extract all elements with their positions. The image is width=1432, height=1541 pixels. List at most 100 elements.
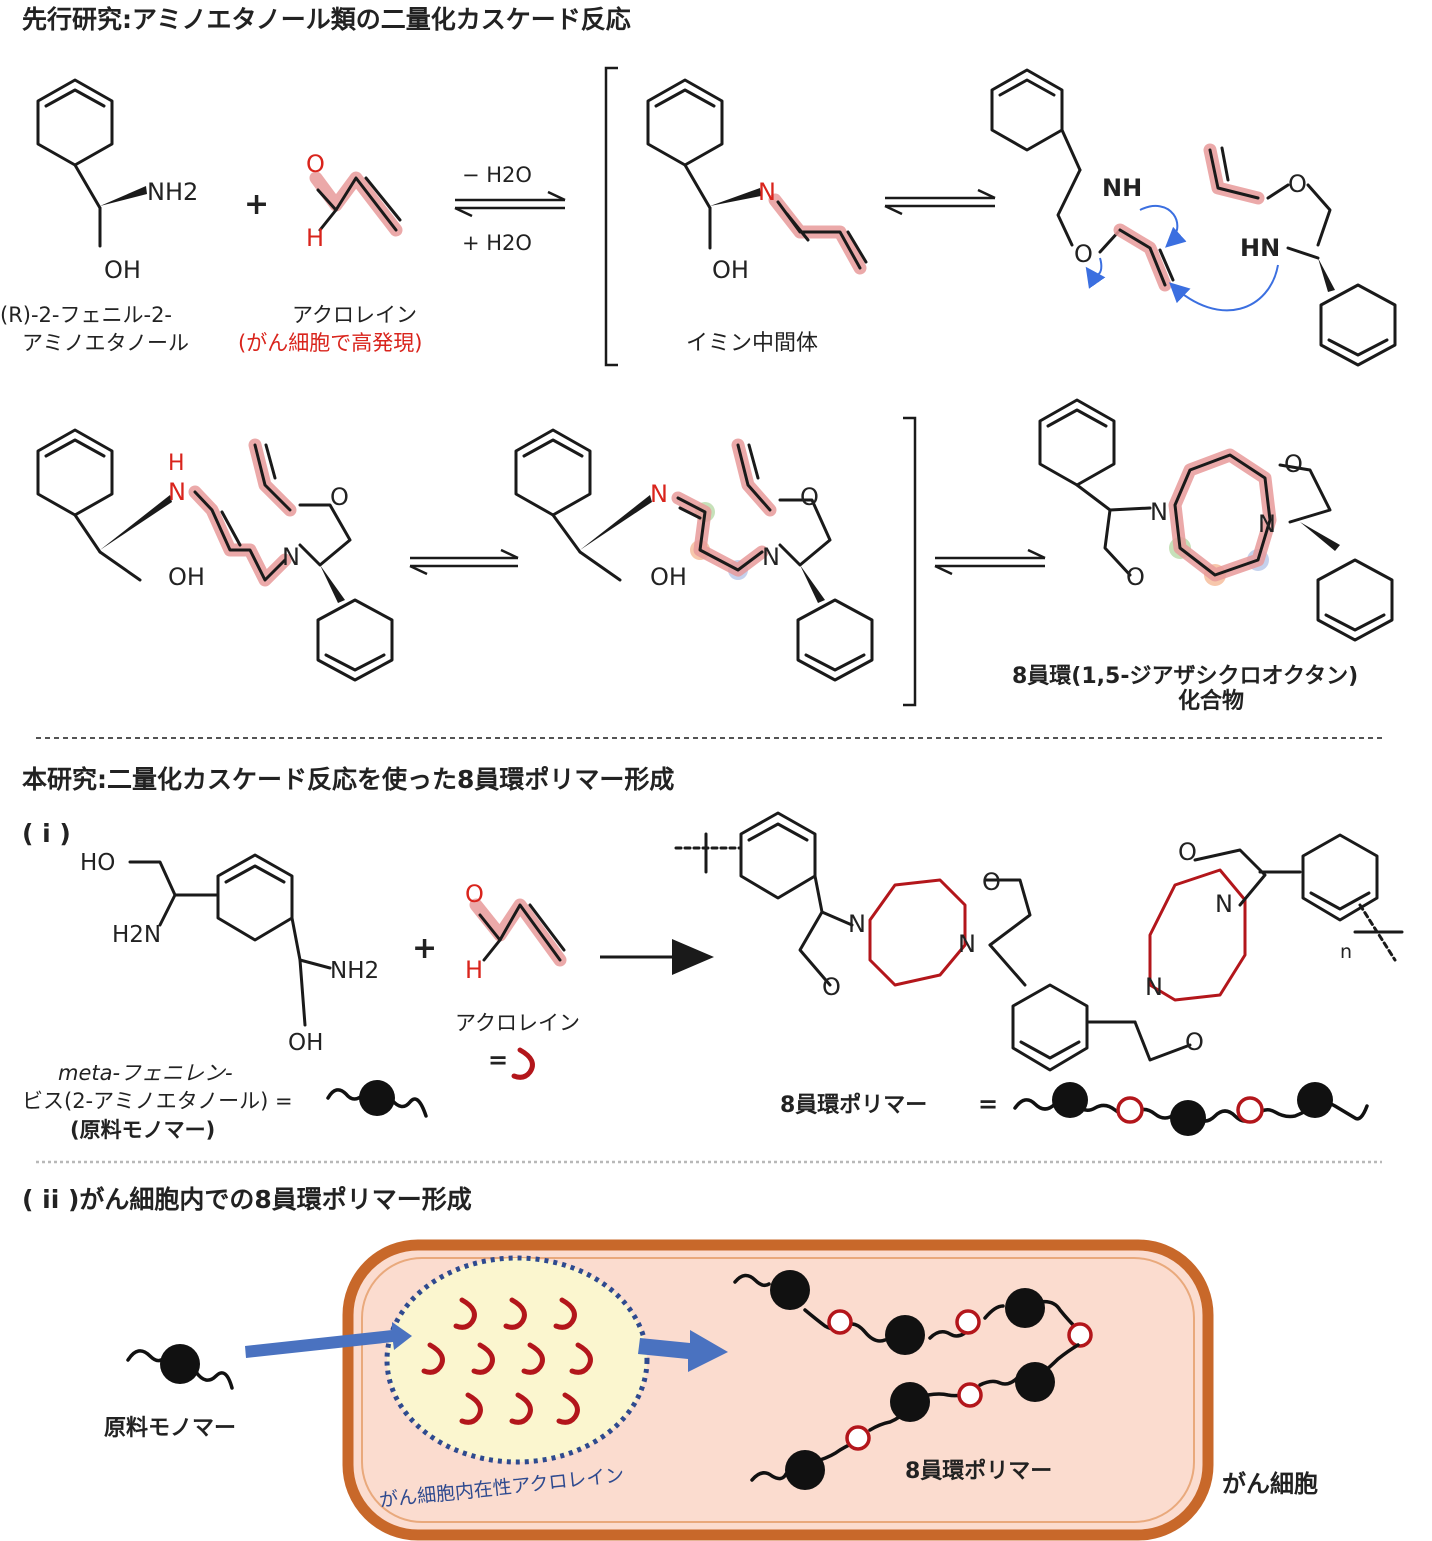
outside-monomer-bead <box>160 1344 200 1384</box>
part-i-label: ( i ) <box>22 819 71 848</box>
atom-oh-4: OH <box>650 563 687 591</box>
atom-oh-3: OH <box>168 563 205 591</box>
acrolein-structure-2 <box>469 898 567 967</box>
atom-n: N <box>758 178 776 206</box>
atom-o-6: O <box>1126 563 1145 591</box>
atom-nh2: NH2 <box>147 178 198 206</box>
atom-o-2: O <box>1074 240 1093 268</box>
polymer-structure <box>674 811 1404 1072</box>
polymer-bead <box>785 1450 825 1490</box>
acrolein-note: (がん細胞で高発現) <box>238 331 422 355</box>
outside-monomer-chain <box>126 1349 234 1390</box>
polymer-bead <box>1015 1362 1055 1402</box>
monomer-label-2: ビス(2-アミノエタノール) = <box>22 1089 293 1113</box>
atom-h-3: H <box>465 956 483 984</box>
aminoethanol-label-2: アミノエタノール <box>22 331 189 355</box>
atom-oh-5: OH <box>288 1030 323 1056</box>
atom-n-6: N <box>1150 498 1168 526</box>
outside-monomer-label: 原料モノマー <box>104 1416 236 1441</box>
polymer-ring <box>955 1309 981 1335</box>
atom-h: H <box>306 224 324 252</box>
atom-nh: NH <box>1102 174 1142 202</box>
atom-o-4: O <box>330 483 349 511</box>
atom-n-10: N <box>1215 890 1233 918</box>
atom-o-11: O <box>1178 838 1197 866</box>
polymer-bead <box>885 1315 925 1355</box>
atom-n-4: N <box>650 480 668 508</box>
ring-label-1: 8員環(1,5-ジアザシクロオクタン) <box>1012 664 1358 689</box>
present-title: 本研究:二量化カスケード反応を使った8員環ポリマー形成 <box>22 765 674 794</box>
monomer-glyph-chain <box>326 1088 428 1118</box>
diazacyclooctane-structure <box>1038 398 1394 642</box>
atom-n-8: N <box>848 910 866 938</box>
atom-n-7: N <box>1258 510 1276 538</box>
monomer-label-1: meta-フェニレン- <box>58 1061 233 1085</box>
ring-label-2: 化合物 <box>1178 688 1244 714</box>
acrolein-equals: = <box>488 1046 508 1074</box>
bracket-right <box>903 416 917 707</box>
polymer-glyph-bead <box>1297 1082 1333 1118</box>
prior-title: 先行研究:アミノエタノール類の二量化カスケード反応 <box>22 5 631 34</box>
cancer-cell-membrane <box>361 1257 1195 1523</box>
atom-o-9: O <box>822 973 841 1001</box>
polymer-glyph-bead <box>1052 1082 1088 1118</box>
polymer-chain-lower <box>750 1343 1080 1482</box>
atom-o-5: O <box>800 483 819 511</box>
atom-h2n: H2N <box>112 922 161 948</box>
atom-n-2: N <box>168 478 186 506</box>
polymer-bead <box>1005 1288 1045 1328</box>
atom-ho: HO <box>80 850 115 876</box>
atom-o-7: O <box>1284 450 1303 478</box>
polymer-bead <box>890 1382 930 1422</box>
aminoethanol-label-1: (R)-2-フェニル-2- <box>0 303 172 327</box>
polymer-glyph-bead <box>1170 1100 1206 1136</box>
part-ii-title: ( ii )がん細胞内での8員環ポリマー形成 <box>22 1185 472 1214</box>
atom-o: O <box>306 150 325 178</box>
acrolein-structure <box>309 171 403 237</box>
repeat-n: n <box>1340 941 1352 963</box>
entry-arrow <box>245 1322 412 1358</box>
cell-polymer-label: 8員環ポリマー <box>905 1458 1052 1484</box>
acrolein-label-2: アクロレイン <box>455 1011 580 1035</box>
polymer-equals: = <box>978 1090 998 1118</box>
polymer-bead <box>770 1270 810 1310</box>
imine-label: イミン中間体 <box>686 331 818 356</box>
atom-n-3: N <box>282 543 300 571</box>
polymer-glyph-ring <box>1116 1096 1144 1124</box>
monomer-structure <box>128 853 332 1027</box>
atom-hn: HN <box>1240 234 1280 262</box>
atom-n-9: N <box>958 930 976 958</box>
atom-o-3: O <box>1288 170 1307 198</box>
oxazolidine-pair-structure <box>990 68 1397 367</box>
plus-sign: + <box>244 187 269 222</box>
minus-water: − H2O <box>462 163 532 187</box>
imine-structure <box>646 78 868 275</box>
monomer-glyph-bead <box>359 1080 395 1116</box>
acrolein-vesicle <box>384 1255 650 1465</box>
aminoethanol-structure <box>36 78 147 248</box>
atom-o-12: O <box>1185 1028 1204 1056</box>
atom-oh-2: OH <box>712 256 749 284</box>
polymer-ring <box>957 1382 983 1408</box>
imine-chain-structure <box>514 428 874 682</box>
plus-sign-2: + <box>412 931 437 966</box>
atom-h-2: H <box>168 451 185 476</box>
atom-oh: OH <box>104 256 141 284</box>
atom-nh2-2: NH2 <box>330 958 379 984</box>
atom-o-10: O <box>982 868 1001 896</box>
polymer-ring <box>845 1425 871 1451</box>
polymer-ring <box>1067 1322 1093 1348</box>
amine-chain-structure <box>36 428 394 682</box>
acrolein-glyphs <box>421 1297 593 1425</box>
polymer-label: 8員環ポリマー <box>780 1092 927 1118</box>
atom-o-8: O <box>465 880 484 908</box>
polymer-glyph-ring <box>1236 1096 1264 1124</box>
exit-arrow <box>638 1330 728 1372</box>
monomer-label-3: (原料モノマー) <box>70 1118 215 1142</box>
atom-n-11: N <box>1145 973 1163 1001</box>
bracket-left <box>604 66 618 367</box>
atom-n-5: N <box>762 543 780 571</box>
plus-water: + H2O <box>462 231 532 255</box>
